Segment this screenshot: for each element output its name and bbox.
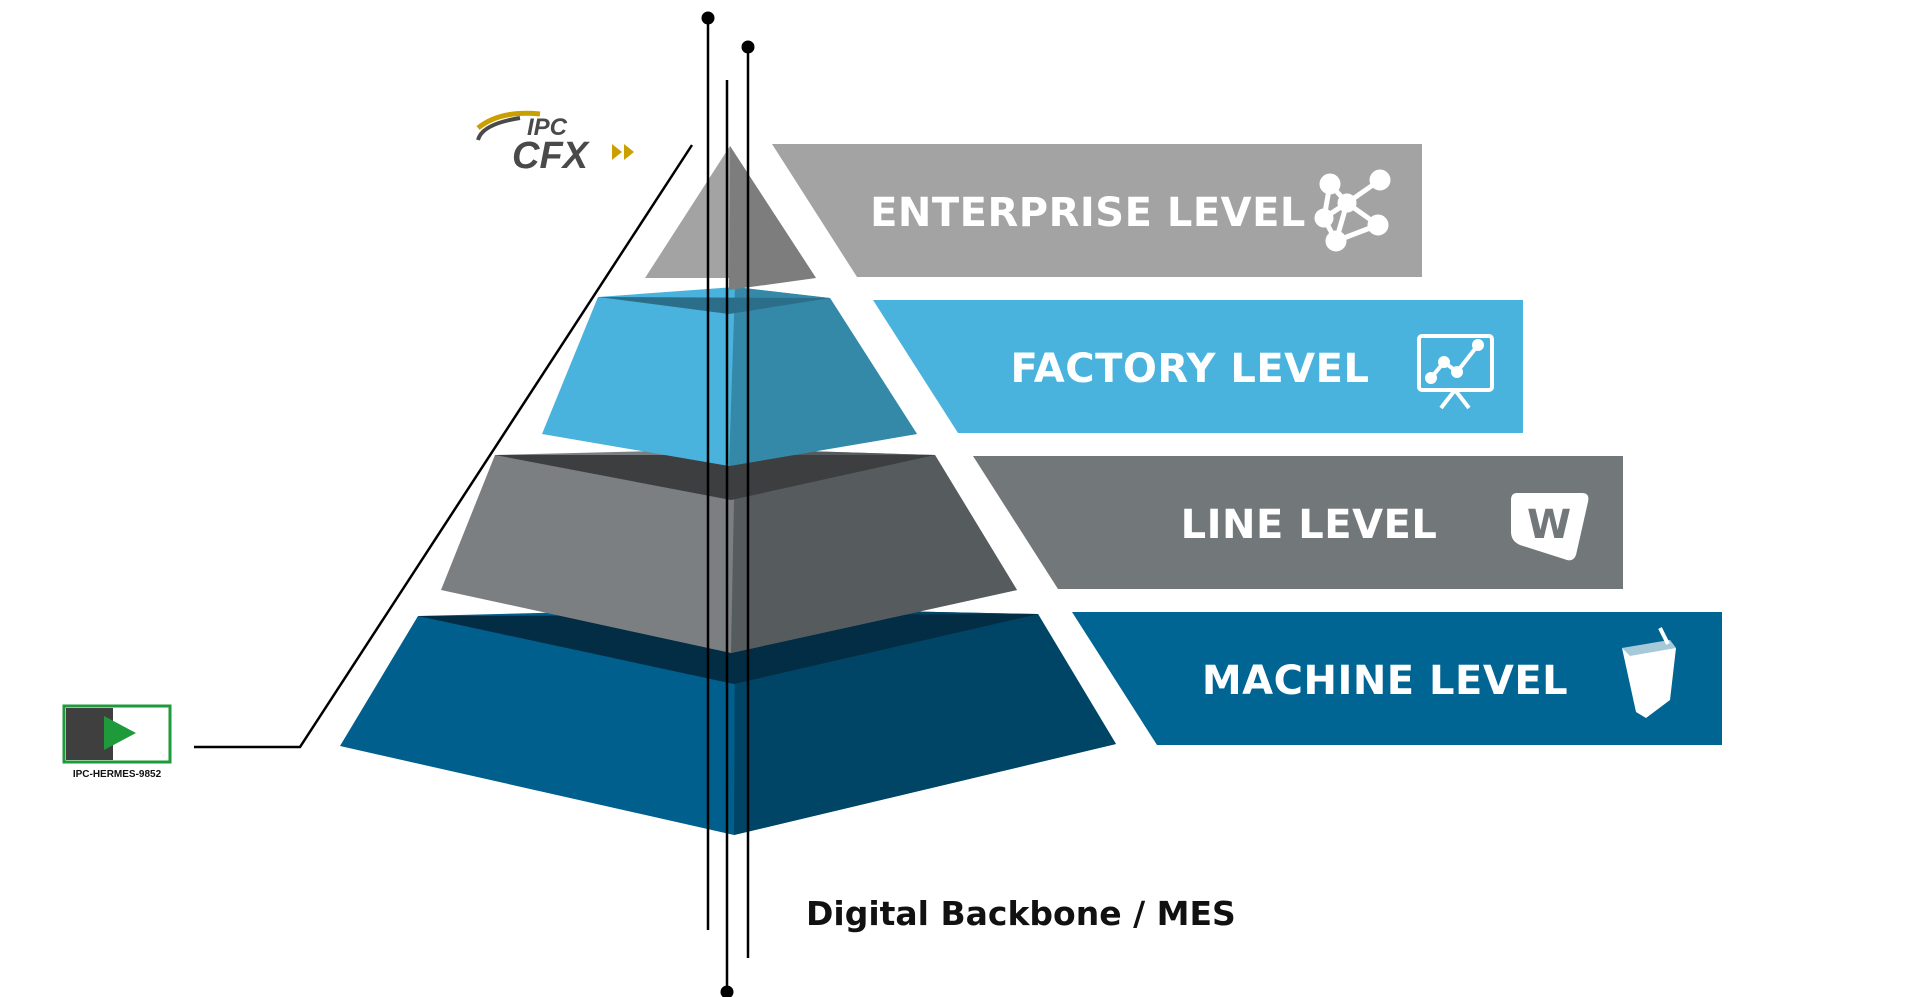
level-banner-line: LINE LEVEL W	[973, 456, 1623, 589]
network-nodes-icon	[1314, 169, 1391, 252]
pyramid-tier-factory	[542, 287, 917, 466]
w-badge-icon: W	[1511, 493, 1589, 561]
level-banner-factory: FACTORY LEVEL	[873, 300, 1523, 433]
pyramid-tier-line	[441, 449, 1017, 653]
backbone-endpoints	[701, 11, 755, 997]
level-label-machine: MACHINE LEVEL	[1202, 658, 1568, 704]
ipc-cfx-logo: IPC CFX	[476, 110, 634, 177]
level-label-line: LINE LEVEL	[1181, 502, 1438, 548]
level-banner-machine: MACHINE LEVEL	[1072, 612, 1722, 745]
machine-box-icon	[1622, 627, 1676, 718]
cfx-logo-arrows-icon	[612, 144, 634, 160]
svg-text:W: W	[1527, 502, 1571, 548]
cfx-logo-top: IPC	[527, 114, 568, 141]
ipc-hermes-logo: IPC-HERMES-9852	[62, 704, 172, 780]
level-banner-enterprise: ENTERPRISE LEVEL	[772, 144, 1422, 277]
level-label-enterprise: ENTERPRISE LEVEL	[870, 190, 1306, 236]
hermes-connector-line	[194, 144, 694, 749]
chart-presentation-icon	[1417, 334, 1494, 410]
cfx-logo-bottom: CFX	[512, 135, 591, 177]
backbone-lines	[706, 18, 750, 992]
level-label-factory: FACTORY LEVEL	[1011, 346, 1370, 392]
hermes-logo-label: IPC-HERMES-9852	[73, 769, 162, 780]
pyramid-tier-enterprise	[645, 146, 816, 290]
backbone-caption: Digital Backbone / MES	[806, 894, 1236, 933]
